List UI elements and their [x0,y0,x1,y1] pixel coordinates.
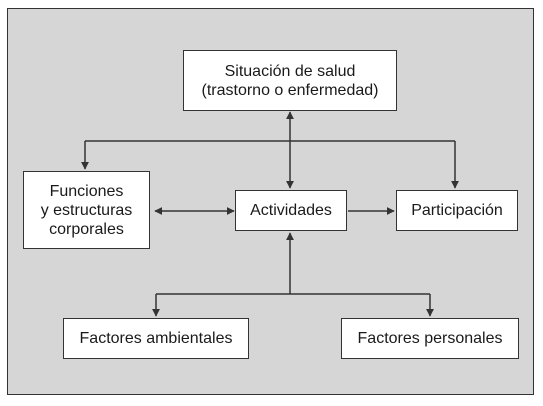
node-environmental-factors: Factores ambientales [63,318,249,359]
node-body-functions-line3: corporales [49,220,124,238]
node-personal-factors: Factores personales [341,318,519,359]
node-participation-label: Participación [411,202,503,219]
node-personal-factors-label: Factores personales [357,330,503,347]
node-activities: Actividades [235,190,347,231]
node-body-functions: Funciones y estructuras corporales [23,171,150,249]
node-environmental-factors-label: Factores ambientales [79,330,233,347]
node-health-condition-line2: (trastorno o enfermedad) [201,81,379,99]
node-body-functions-line1: Funciones [49,182,124,200]
node-health-condition: Situación de salud (trastorno o enfermed… [183,50,397,111]
node-participation: Participación [396,190,518,231]
node-health-condition-line1: Situación de salud [224,62,356,80]
node-body-functions-line2: y estructuras [40,201,133,219]
node-activities-label: Actividades [250,202,332,219]
